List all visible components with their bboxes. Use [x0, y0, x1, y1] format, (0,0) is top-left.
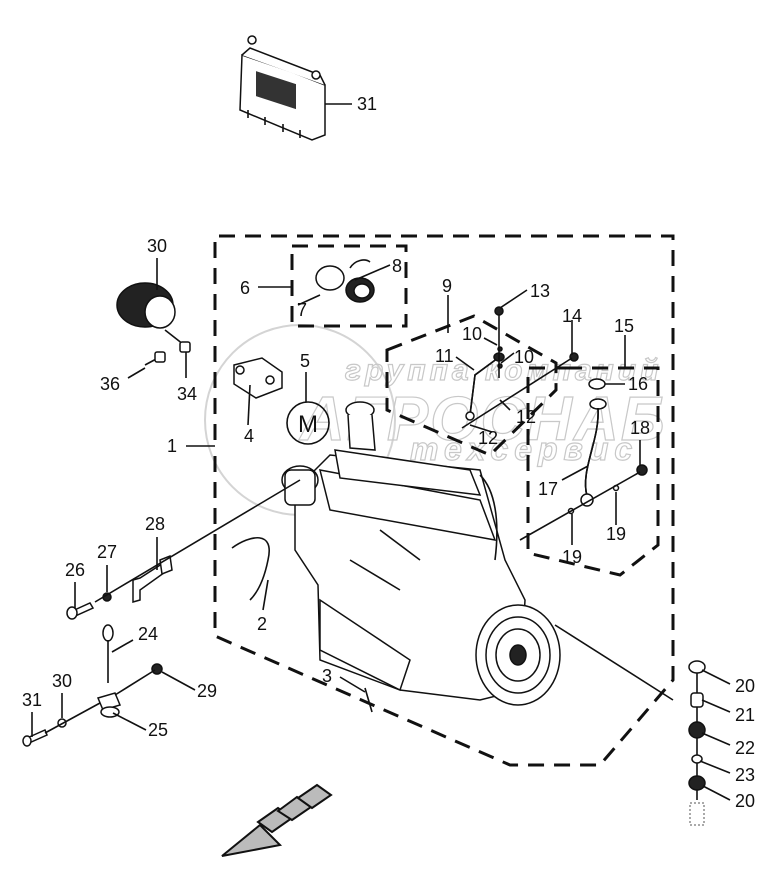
callout-15: 15	[614, 316, 634, 336]
callout-4: 4	[244, 426, 254, 446]
callout-3: 3	[322, 666, 332, 686]
callout-12a: 12	[516, 407, 536, 427]
direction-arrow	[221, 783, 333, 857]
dipstick-group-boundary	[526, 366, 660, 577]
watermark-line3: техсервис	[410, 431, 638, 467]
callout-7: 7	[297, 300, 307, 320]
motor-symbol: M	[286, 401, 330, 445]
control-unit-part	[239, 35, 326, 141]
callout-10a: 10	[462, 324, 482, 344]
callout-30: 28	[145, 514, 165, 534]
leader-lines	[31, 103, 731, 801]
callout-27: 25	[148, 720, 168, 740]
callout-2: 2	[257, 614, 267, 634]
callout-19b: 19	[606, 524, 626, 544]
callout-14: 14	[562, 306, 582, 326]
relay-box-part	[233, 357, 283, 399]
callout-12b: 12	[478, 428, 498, 448]
wire-part	[231, 536, 270, 601]
drain-assembly	[22, 624, 163, 747]
flywheel-part	[475, 604, 561, 706]
callout-18: 18	[630, 418, 650, 438]
callout-1: 1	[167, 436, 177, 456]
callout-8: 8	[392, 256, 402, 276]
callout-20b: 20	[735, 791, 755, 811]
dipstick-group-parts	[519, 378, 648, 541]
callout-16: 16	[628, 374, 648, 394]
starter-motor-part	[315, 259, 375, 303]
alternator-part	[116, 282, 191, 366]
callout-26: 24	[138, 624, 158, 644]
callout-13: 13	[530, 281, 550, 301]
callout-labels: 31 30 34 36 6 7 8 5 4 1 9 13 10 11 10 12…	[22, 94, 755, 811]
callout-11: 11	[435, 346, 454, 366]
callout-10b: 10	[514, 347, 534, 367]
callout-21: 21	[735, 705, 755, 725]
starter-group-boundary	[290, 244, 408, 328]
pipe-group-boundary	[385, 314, 558, 457]
callout-25: 31	[357, 94, 377, 114]
callout-9: 9	[442, 276, 452, 296]
callout-20a: 20	[735, 676, 755, 696]
callout-28: 26	[65, 560, 85, 580]
motor-symbol-letter: M	[298, 411, 318, 438]
callout-36: 36	[100, 374, 120, 394]
pipe-group-parts	[461, 306, 579, 429]
tube-part	[364, 687, 373, 713]
callout-32: 30	[52, 671, 72, 691]
callout-17: 17	[538, 479, 558, 499]
callout-24: 30	[147, 236, 167, 256]
callout-31: 29	[197, 681, 217, 701]
callout-23: 23	[735, 765, 755, 785]
callout-34: 34	[177, 384, 197, 404]
callout-33: 31	[22, 690, 42, 710]
callout-22: 22	[735, 738, 755, 758]
bracket-assembly	[66, 479, 301, 620]
fitting-stack	[554, 624, 706, 826]
callout-5: 5	[300, 351, 310, 371]
callout-19a: 19	[562, 547, 582, 567]
callout-6: 6	[240, 278, 250, 298]
callout-29: 27	[97, 542, 117, 562]
